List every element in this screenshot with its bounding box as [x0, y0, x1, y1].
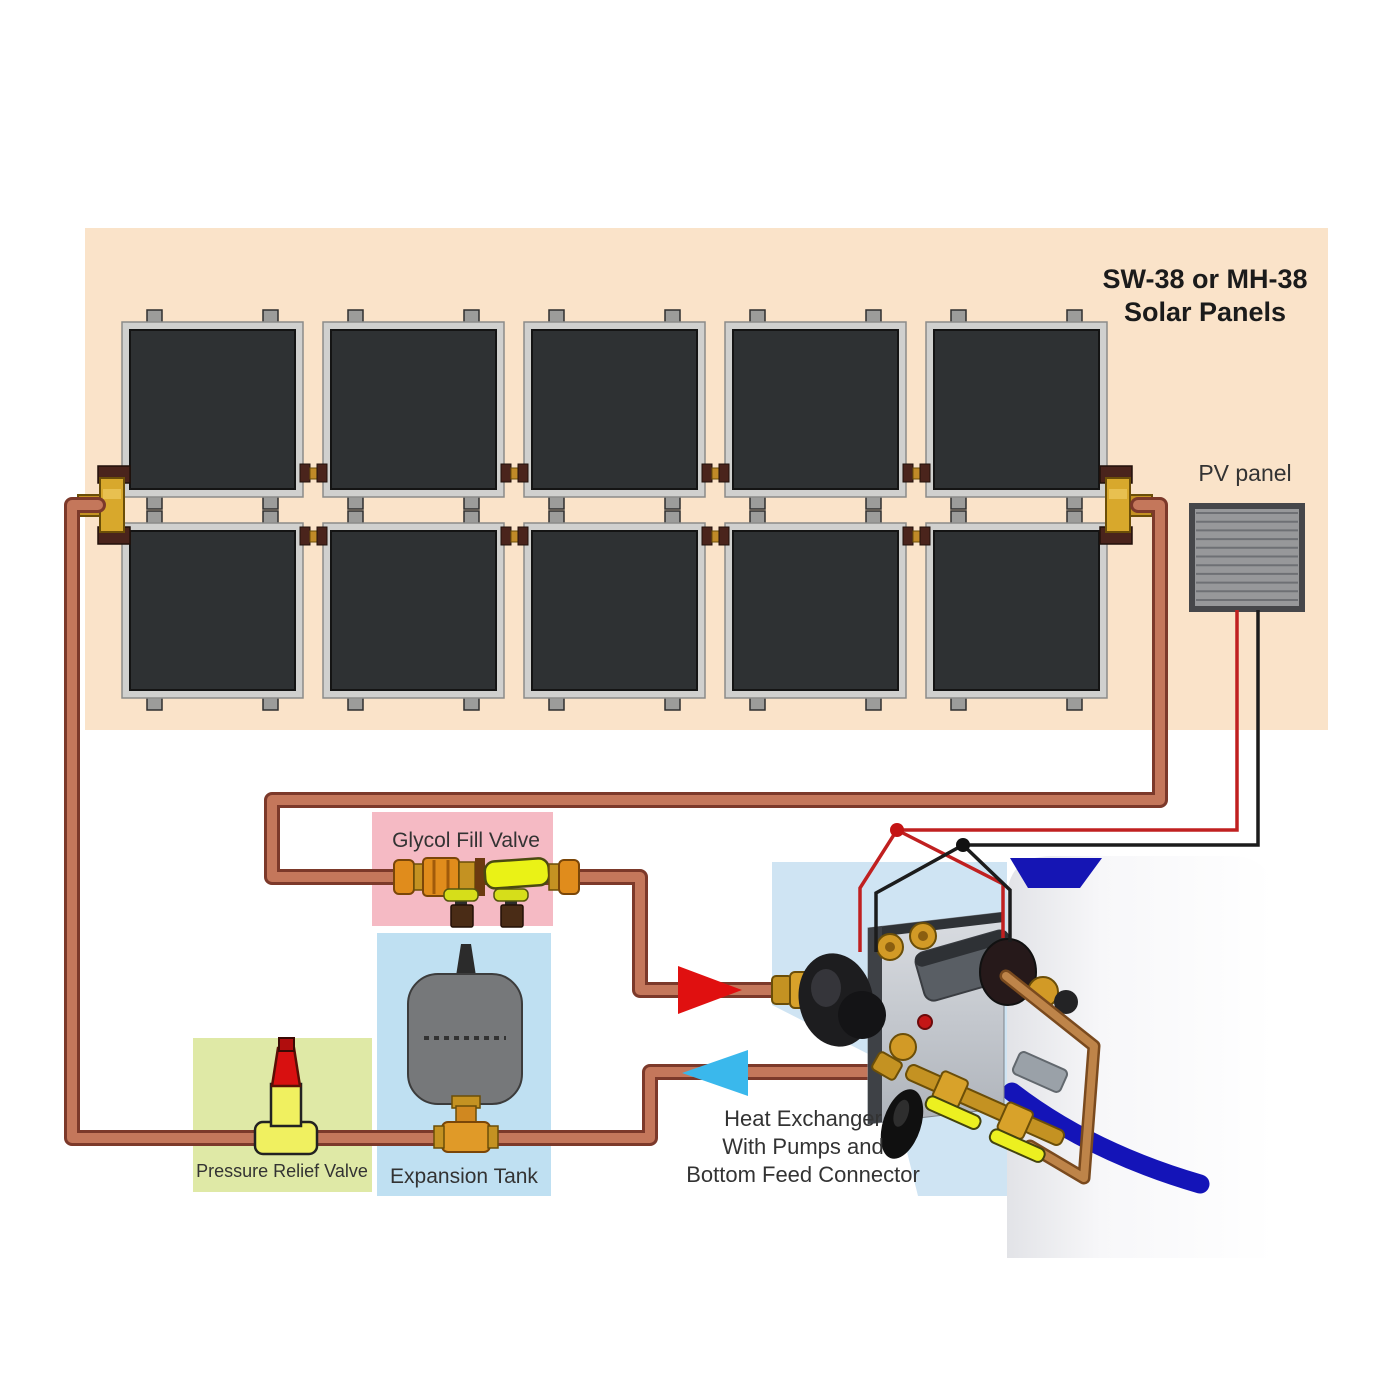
solar-panel — [121, 510, 304, 711]
black-wire-junction — [956, 838, 970, 852]
yellow-valve-handle-1 — [924, 1095, 982, 1130]
array-title-line1: SW-38 or MH-38 — [1103, 264, 1308, 294]
hx-port-bottom — [889, 1033, 917, 1061]
heat-exchanger-assembly — [771, 911, 1101, 1185]
pv-panel-label: PV panel — [1198, 460, 1291, 486]
pv-panel — [1189, 503, 1305, 612]
storage-tank — [1007, 856, 1274, 1258]
panel-union-fitting — [701, 463, 730, 483]
hx-label-line2: With Pumps and — [722, 1134, 883, 1159]
supply-pipe — [267, 500, 1165, 995]
panel-union-fitting — [902, 463, 931, 483]
solar-panel — [724, 309, 907, 510]
black-wire-branch — [961, 843, 1012, 942]
copper-feed-pipe — [1002, 972, 1098, 1182]
supply-flow-arrow — [678, 966, 742, 1014]
glycol-drain-valves — [443, 888, 529, 928]
hx-label-line3: Bottom Feed Connector — [686, 1162, 920, 1187]
glycol-fill-valve — [393, 857, 580, 928]
pv-wiring — [858, 610, 1260, 952]
drain-dot — [917, 1014, 933, 1030]
solar-panel — [925, 510, 1108, 711]
hx-label-line1: Heat Exchanger — [724, 1106, 882, 1131]
panel-union-fitting — [299, 463, 328, 483]
tank-blue-band — [1010, 858, 1102, 888]
panel-union-fitting — [500, 463, 529, 483]
expansion-tank — [407, 944, 523, 1153]
red-wire-junction — [890, 823, 904, 837]
panel-union-fitting — [299, 526, 328, 546]
yellow-valve-handle-2 — [988, 1128, 1046, 1163]
panel-union-fitting — [500, 526, 529, 546]
solar-panel — [724, 510, 907, 711]
solar-panel — [925, 309, 1108, 510]
solar-panel — [322, 309, 505, 510]
pressure-valve-label: Pressure Relief Valve — [196, 1161, 368, 1181]
bottom-feed-blue-pipe — [1002, 1082, 1210, 1194]
solar-panel — [322, 510, 505, 711]
solar-panel — [523, 510, 706, 711]
panel-union-fitting — [701, 526, 730, 546]
panel-union-fitting — [902, 526, 931, 546]
bottom-feed-connector — [905, 1064, 1065, 1163]
glycol-valve-label: Glycol Fill Valve — [392, 829, 540, 852]
left-pump-volute — [838, 991, 886, 1039]
pv-panel-lines — [1196, 512, 1298, 601]
expansion-tank-label: Expansion Tank — [390, 1165, 538, 1188]
compression-fitting — [1011, 1051, 1069, 1093]
right-tee-fitting — [1099, 465, 1153, 545]
pressure-relief-valve — [253, 1037, 319, 1156]
solar-panel — [523, 309, 706, 510]
solar-panel-array — [121, 309, 1108, 711]
return-flow-arrow — [682, 1050, 748, 1096]
solar-panel — [121, 309, 304, 510]
array-title-line2: Solar Panels — [1124, 297, 1286, 327]
